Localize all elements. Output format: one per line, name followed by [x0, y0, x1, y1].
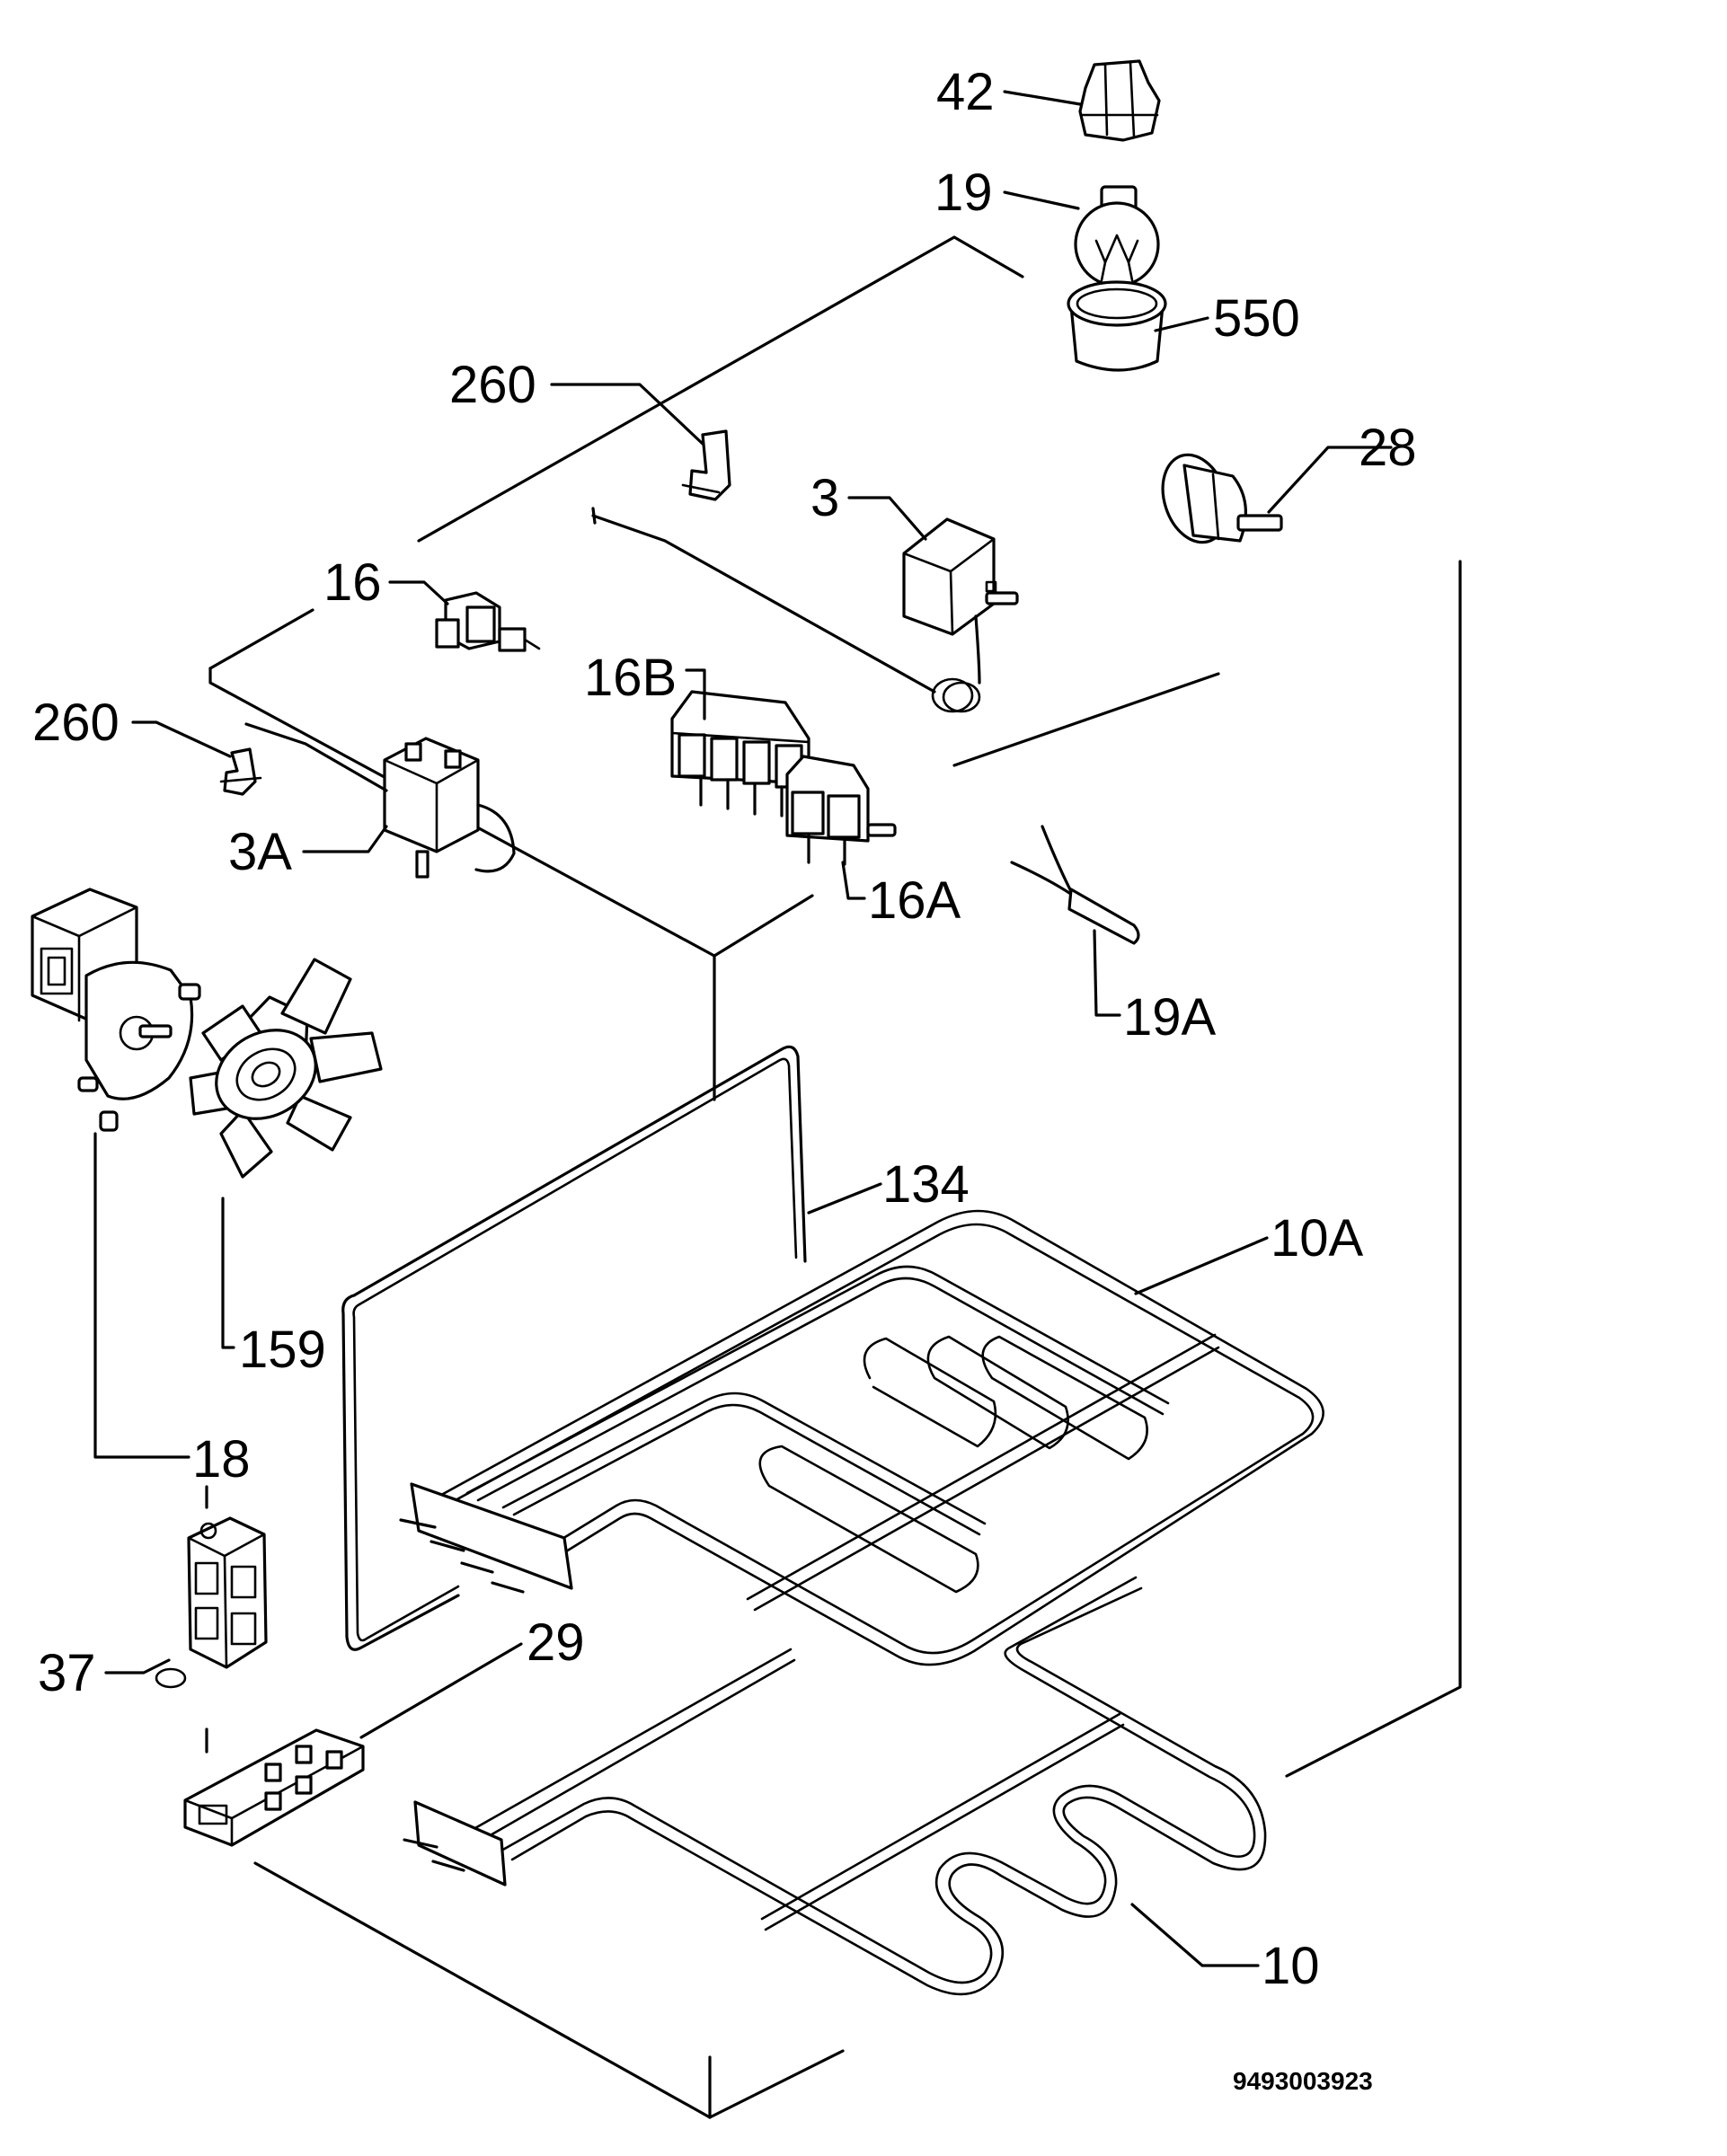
part-labels: 42 19 550 260 28 3 16 16B 260 3A 16A 19A… [32, 63, 1417, 1995]
grill-element-part [399, 1209, 1324, 1666]
label-18: 18 [192, 1430, 251, 1489]
label-16a: 16A [868, 871, 961, 930]
thermostat-part [591, 507, 1019, 713]
label-42: 42 [936, 63, 995, 121]
label-10: 10 [1262, 1937, 1320, 1995]
label-29: 29 [527, 1613, 585, 1672]
switch-part [435, 591, 541, 652]
thermostat-a-part [244, 722, 516, 879]
clip-upper-part [681, 429, 731, 501]
lamp-cover-part [1067, 280, 1167, 372]
fan-blade-part [189, 958, 383, 1179]
rotary-knob-part [1161, 453, 1283, 544]
label-16b: 16B [584, 649, 677, 707]
label-3a: 3A [228, 823, 292, 881]
label-16: 16 [323, 553, 382, 612]
lamp-bulb-part [1074, 185, 1160, 287]
terminal-block-part [155, 1516, 268, 1689]
clip-lower-part [219, 747, 262, 796]
lamp-cap-part [1078, 59, 1161, 142]
drawing-number: 9493003923 [1233, 2067, 1373, 2095]
fan-motor-part [31, 888, 201, 1132]
rear-panel-part [341, 1045, 807, 1651]
leader-lines [93, 90, 1393, 1967]
label-260-upper: 260 [449, 356, 536, 414]
label-19a: 19A [1123, 988, 1217, 1047]
bottom-element-part [403, 1576, 1267, 1996]
label-260-lower: 260 [32, 694, 120, 752]
label-37: 37 [38, 1644, 96, 1702]
label-550: 550 [1213, 289, 1300, 348]
label-3: 3 [810, 469, 839, 527]
selector-switch-a-part [785, 755, 897, 866]
label-159: 159 [239, 1321, 326, 1379]
label-134: 134 [882, 1155, 970, 1214]
label-28: 28 [1359, 419, 1417, 477]
label-10a: 10A [1271, 1209, 1364, 1268]
ignition-block-part [183, 1728, 365, 1847]
temperature-sensor-part [1010, 825, 1140, 945]
label-19: 19 [934, 163, 993, 222]
assembly-frame [205, 235, 1462, 2119]
